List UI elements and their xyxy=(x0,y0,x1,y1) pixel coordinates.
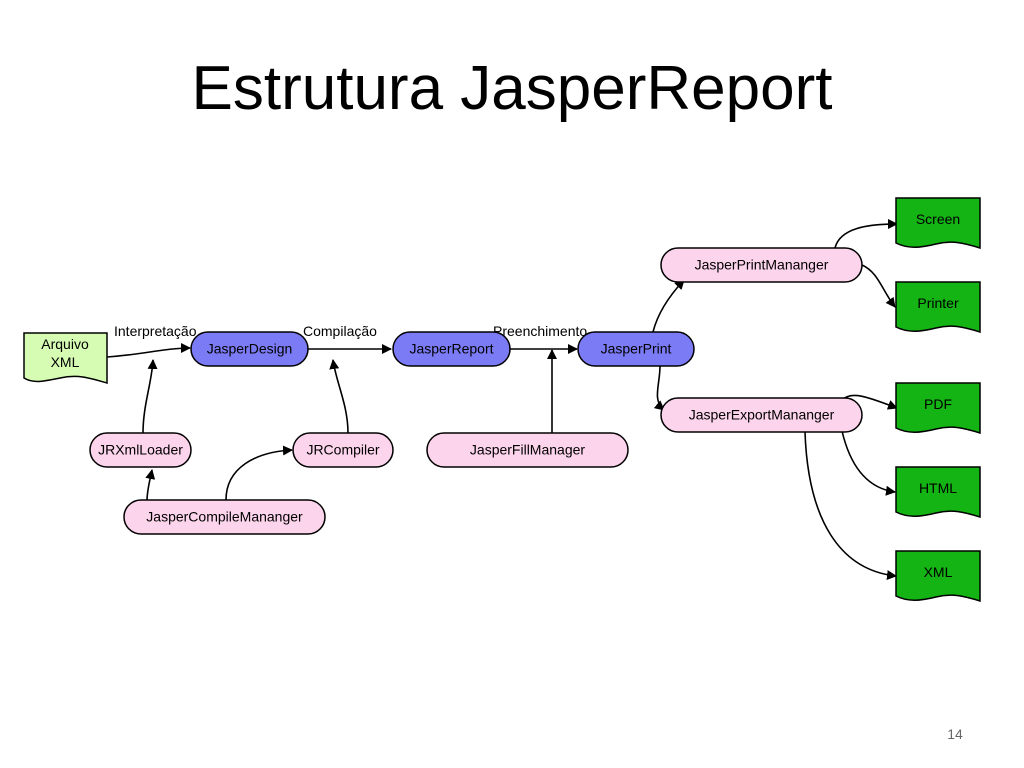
label-interpretacao: Interpretação xyxy=(114,323,197,339)
source-document-line2: XML xyxy=(51,354,80,370)
node-jasper-design: JasperDesign xyxy=(190,331,309,367)
slide-number: 14 xyxy=(947,726,963,742)
edge-loader-to-design xyxy=(142,359,158,434)
node-jasper-fill-manager-label: JasperFillManager xyxy=(470,442,585,458)
output-document-pdf: PDF xyxy=(895,382,981,435)
node-jasper-export-manager: JasperExportMananger xyxy=(660,397,863,433)
output-document-xml: XML xyxy=(895,550,981,603)
node-jasper-compile-manager: JasperCompileMananger xyxy=(123,499,326,535)
label-compilacao: Compilação xyxy=(303,323,377,339)
output-document-html-label: HTML xyxy=(919,480,957,496)
node-jasper-report-label: JasperReport xyxy=(409,341,493,357)
edge-compilemanager-to-compiler xyxy=(225,445,293,501)
node-jasper-design-label: JasperDesign xyxy=(207,341,293,357)
node-jasper-report: JasperReport xyxy=(392,331,511,367)
node-jasper-print-label: JasperPrint xyxy=(601,341,672,357)
node-jasper-print-manager: JasperPrintMananger xyxy=(660,247,863,283)
label-preenchimento: Preenchimento xyxy=(493,323,587,339)
output-document-screen: Screen xyxy=(895,197,981,250)
edge-print-to-printmanager xyxy=(652,279,685,333)
edge-printmanager-to-screen xyxy=(834,219,898,249)
edge-compiler-to-design xyxy=(329,359,349,434)
node-jr-xml-loader: JRXmlLoader xyxy=(89,432,192,468)
edge-exportmanager-to-html xyxy=(841,430,896,496)
output-document-printer-label: Printer xyxy=(917,295,959,311)
output-document-xml-label: XML xyxy=(924,564,953,580)
source-document-arquivo-xml: Arquivo XML xyxy=(23,332,108,385)
source-document-line1: Arquivo xyxy=(41,336,89,352)
node-jr-compiler-label: JRCompiler xyxy=(306,442,379,458)
output-document-screen-label: Screen xyxy=(916,211,960,227)
edge-printmanager-to-printer xyxy=(861,264,896,308)
node-jr-compiler: JRCompiler xyxy=(292,432,394,468)
edges xyxy=(106,219,898,581)
node-jr-xml-loader-label: JRXmlLoader xyxy=(98,442,183,458)
node-jasper-fill-manager: JasperFillManager xyxy=(426,432,629,468)
edge-compilemanager-to-loader xyxy=(145,469,156,502)
slide-title: Estrutura JasperReport xyxy=(191,54,833,123)
node-jasper-print-manager-label: JasperPrintMananger xyxy=(695,257,829,273)
output-document-html: HTML xyxy=(895,466,981,519)
node-jasper-export-manager-label: JasperExportMananger xyxy=(689,407,835,423)
edge-exportmanager-to-xml xyxy=(804,431,897,581)
edge-xml-to-design xyxy=(106,343,191,358)
edge-print-to-exportmanager xyxy=(653,365,665,411)
node-jasper-compile-manager-label: JasperCompileMananger xyxy=(146,509,303,525)
output-document-pdf-label: PDF xyxy=(924,396,952,412)
output-document-printer: Printer xyxy=(895,281,981,334)
node-jasper-print: JasperPrint xyxy=(577,331,695,367)
